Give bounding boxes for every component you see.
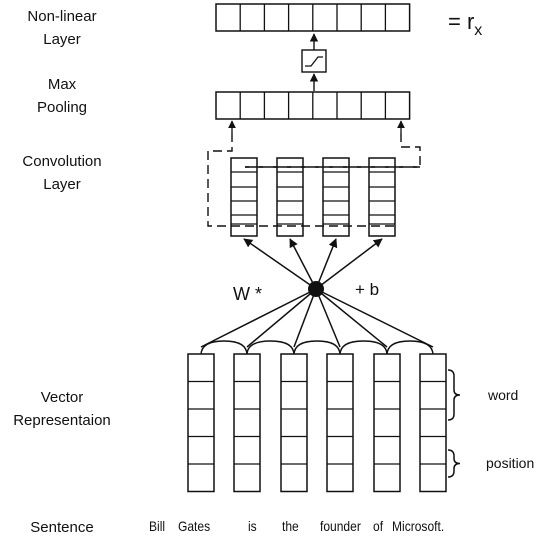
conv-filter-frame [368,157,396,237]
conv-filter-frame [322,157,350,237]
conv-filter [368,157,396,237]
word-brace [447,369,461,421]
label-maxpool-line1: Max [47,76,77,93]
word-vector-frame [187,353,215,493]
conv-filter-frame [276,157,304,237]
word-vector [187,353,215,493]
window-arch [386,340,434,356]
output-subscript: x [474,22,482,39]
window-arch [339,340,388,356]
label-nonlinear-line1: Non-linear [27,8,97,25]
label-sentence: Sentence [30,519,94,536]
vector-to-node-line [315,288,388,348]
label-conv-line2: Layer [43,176,81,193]
word-vector [419,353,447,493]
label-conv-line1: Convolution [22,153,102,170]
brace-label-word: word [488,387,519,403]
conv-filter-frame [230,157,258,237]
label-max-pooling: Max Pooling [0,73,137,119]
word-vector [373,353,401,493]
vector-to-node-line [200,288,317,348]
label-maxpool-line2: Pooling [36,99,88,116]
vector-to-node-line [315,288,434,348]
sentence-word: is [248,518,257,534]
word-vector [326,353,354,493]
word-vector-frame [233,353,261,493]
conv-arrow [315,238,383,290]
conv-arrow [289,238,317,290]
conv-dashed-left [207,133,245,227]
sentence-word: of [373,518,384,534]
window-arch [246,340,295,356]
label-vector-line2: Representaion [13,412,111,429]
sentence-word: Microsoft. [392,518,445,534]
pooling-layer-cells [215,91,411,120]
conv-filter [322,157,350,237]
brace-label-position: position [486,455,535,471]
word-vector-frame [326,353,354,493]
vector-to-node-line [293,288,317,348]
label-nonlinear-layer: Non-linear Layer [0,5,137,51]
activation-function-box [301,49,327,73]
sentence-word: Bill [149,518,166,534]
vector-to-node-line [246,288,317,348]
activation-curve-icon [305,56,323,67]
label-vector-representation: Vector Representaion [0,386,137,432]
conv-arrow [243,238,317,290]
window-arch [200,340,248,356]
label-nonlinear-line2: Layer [43,31,81,48]
bias-label: + b [355,280,379,299]
label-convolution-layer: Convolution Layer [0,150,137,196]
sentence-word: founder [320,518,361,534]
word-vector-frame [373,353,401,493]
word-vector [233,353,261,493]
position-brace [447,449,461,478]
sentence-word: the [282,518,299,534]
window-arch [293,340,341,356]
conv-filter [230,157,258,237]
word-vector-frame [419,353,447,493]
sentence-word: Gates [178,518,211,534]
output-rx-text: = r [448,9,474,34]
word-vector-frame [280,353,308,493]
conv-arrow [315,238,338,290]
label-vector-line1: Vector [40,389,84,406]
nonlinear-layer-cells [215,3,411,32]
convolution-node [308,281,324,297]
vector-to-node-line [315,288,341,348]
word-vector [280,353,308,493]
output-symbol: = rx [448,9,482,39]
weight-label: W * [233,284,262,304]
conv-dashed-right [245,133,421,168]
conv-filter [276,157,304,237]
